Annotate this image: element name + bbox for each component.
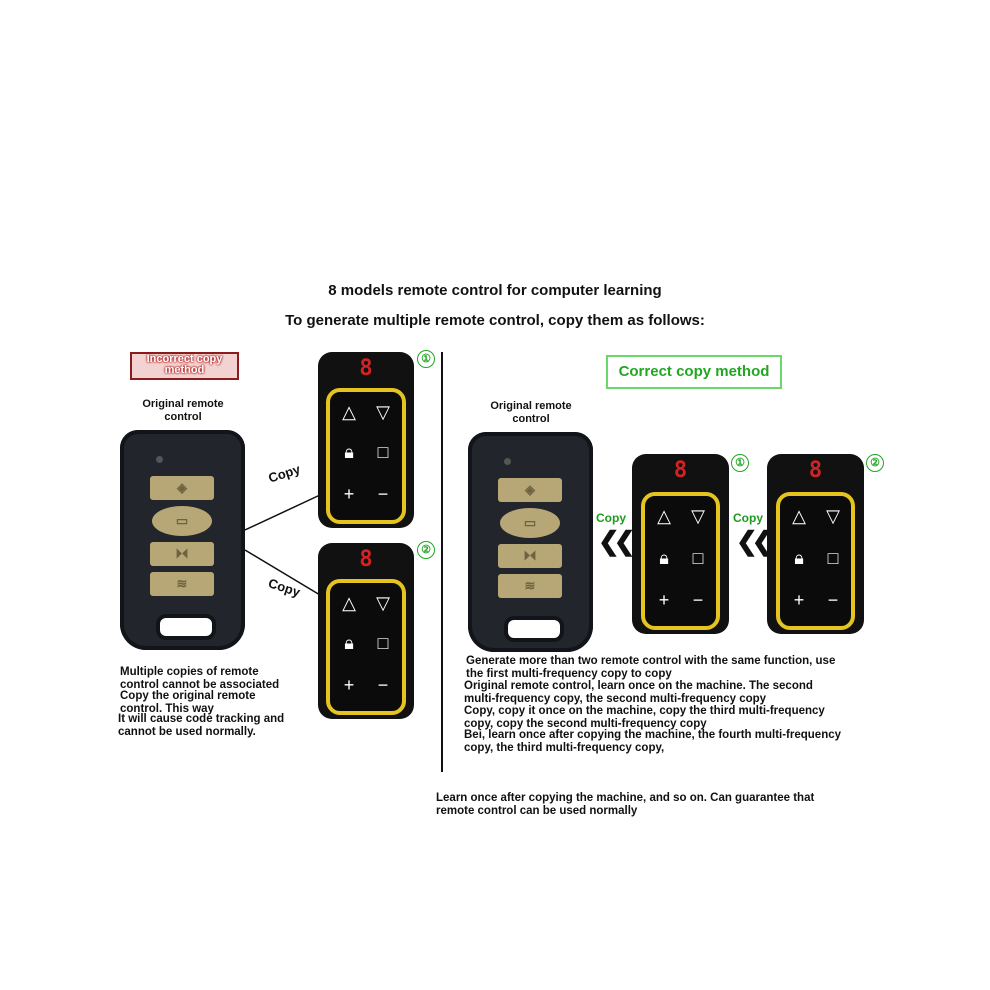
keyring-loop [156, 614, 216, 640]
right-text-1: Generate more than two remote control wi… [466, 655, 836, 680]
step-number-1: ① [417, 350, 435, 368]
chevron-left-icon: ❮❮ [598, 526, 635, 556]
copy-remote-1: 8 △ ▽ 🔒︎ □ + − [632, 454, 729, 634]
minus-icon: − [377, 484, 389, 504]
lock-icon: 🔒︎ [794, 548, 804, 568]
down-arrow-icon: ▽ [376, 402, 390, 422]
right-text-3: Copy, copy it once on the machine, copy … [464, 705, 825, 730]
led-icon [504, 458, 511, 465]
step-number-2: ② [417, 541, 435, 559]
original-remote: ◈ ▭ ⏵⏴ ≋ [468, 432, 593, 652]
copy-label-2: Copy [733, 511, 763, 525]
copy-remote-1: 8 △ ▽ 🔒︎ □ + − [318, 352, 414, 528]
plus-icon: + [343, 484, 355, 504]
page-subtitle: To generate multiple remote control, cop… [285, 312, 705, 329]
plus-icon: + [343, 675, 355, 695]
plus-icon: + [658, 590, 670, 610]
remote-button-4: ≋ [498, 574, 562, 598]
button-pad: △ ▽ 🔒︎ □ + − [776, 492, 855, 630]
button-pad: △ ▽ 🔒︎ □ + − [641, 492, 720, 630]
stop-icon: □ [377, 633, 389, 653]
up-arrow-icon: △ [342, 402, 356, 422]
stop-icon: □ [827, 548, 839, 568]
right-text-2: Original remote control, learn once on t… [464, 680, 813, 705]
correct-method-badge: Correct copy method [606, 355, 782, 389]
up-arrow-icon: △ [657, 506, 671, 526]
page-title: 8 models remote control for computer lea… [328, 282, 662, 299]
chevron-left-icon: ❮❮ [736, 526, 773, 556]
original-remote-label: Original remote control [490, 400, 572, 425]
lock-icon: 🔒︎ [344, 633, 354, 653]
stop-icon: □ [692, 548, 704, 568]
remote-digit: 8 [673, 458, 688, 483]
remote-button-3: ⏵⏴ [498, 544, 562, 568]
remote-button-2: ▭ [152, 506, 212, 536]
original-remote: ◈ ▭ ⏵⏴ ≋ [120, 430, 245, 650]
remote-button-4: ≋ [150, 572, 214, 596]
up-arrow-icon: △ [342, 593, 356, 613]
original-remote-label: Original remote control [142, 398, 224, 423]
down-arrow-icon: ▽ [826, 506, 840, 526]
copy-remote-2: 8 △ ▽ 🔒︎ □ + − [767, 454, 864, 634]
up-arrow-icon: △ [792, 506, 806, 526]
copy-label-1: Copy [596, 511, 626, 525]
left-caption-3: It will cause code tracking and cannot b… [118, 713, 285, 738]
remote-digit: 8 [359, 547, 373, 572]
lock-icon: 🔒︎ [344, 442, 354, 462]
remote-button-3: ⏵⏴ [150, 542, 214, 566]
step-number-2: ② [866, 454, 884, 472]
right-text-4: Bei, learn once after copying the machin… [464, 729, 842, 754]
led-icon [156, 456, 163, 463]
incorrect-method-badge: Incorrect copy method [130, 352, 239, 380]
button-pad: △ ▽ 🔒︎ □ + − [326, 388, 406, 524]
left-caption-2: Copy the original remote control. This w… [120, 690, 256, 715]
step-number-1: ① [731, 454, 749, 472]
left-caption-1: Multiple copies of remote control cannot… [120, 666, 280, 691]
stop-icon: □ [377, 442, 389, 462]
right-footer: Learn once after copying the machine, an… [436, 792, 815, 817]
remote-button-1: ◈ [150, 476, 214, 500]
down-arrow-icon: ▽ [376, 593, 390, 613]
remote-button-2: ▭ [500, 508, 560, 538]
down-arrow-icon: ▽ [691, 506, 705, 526]
minus-icon: − [692, 590, 704, 610]
remote-digit: 8 [808, 458, 823, 483]
minus-icon: − [827, 590, 839, 610]
lock-icon: 🔒︎ [659, 548, 669, 568]
plus-icon: + [793, 590, 805, 610]
keyring-loop [504, 616, 564, 642]
section-divider [441, 352, 443, 772]
copy-remote-2: 8 △ ▽ 🔒︎ □ + − [318, 543, 414, 719]
minus-icon: − [377, 675, 389, 695]
button-pad: △ ▽ 🔒︎ □ + − [326, 579, 406, 715]
remote-digit: 8 [359, 356, 373, 381]
copy-arrows [245, 494, 321, 596]
remote-button-1: ◈ [498, 478, 562, 502]
